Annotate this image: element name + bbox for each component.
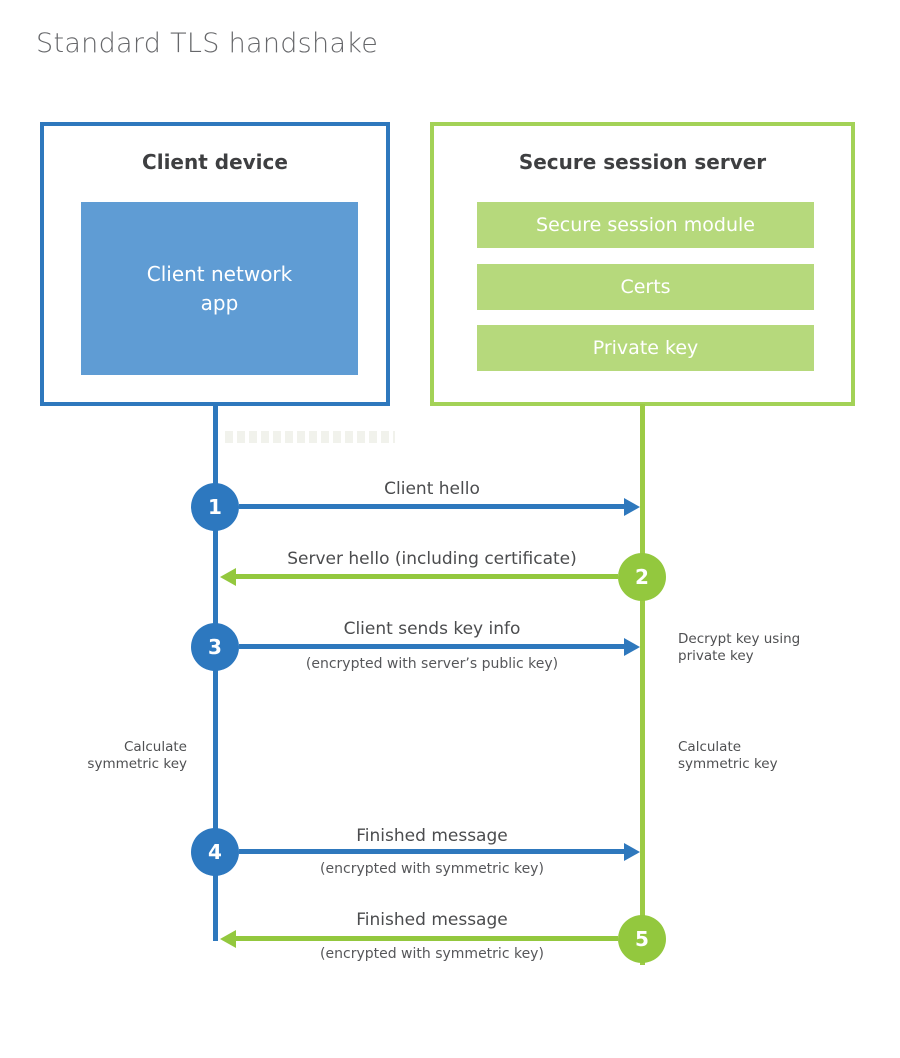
- step-2-arrow: [236, 574, 618, 579]
- step-1-arrowhead-icon: [624, 498, 640, 516]
- step-4-sublabel: (encrypted with symmetric key): [320, 861, 544, 877]
- step-3-arrowhead-icon: [624, 638, 640, 656]
- note-calculate-symmetric-key-client: Calculate symmetric key: [87, 739, 187, 772]
- step-4-badge: 4: [191, 828, 239, 876]
- step-3-badge: 3: [191, 623, 239, 671]
- server-lifeline: [640, 404, 645, 965]
- client-network-app-box: Client network app: [81, 202, 358, 375]
- secure-session-server-title: Secure session server: [518, 150, 767, 174]
- note-decrypt-key: Decrypt key using private key: [678, 631, 801, 664]
- note-calculate-symmetric-key-server: Calculate symmetric key: [678, 739, 778, 772]
- step-1-badge: 1: [191, 483, 239, 531]
- step-5-label: Finished message: [356, 910, 508, 930]
- step-3-sublabel: (encrypted with server’s public key): [305, 656, 559, 672]
- step-1-arrow: [239, 504, 624, 509]
- module-certs: Certs: [477, 264, 814, 310]
- step-4-label: Finished message: [356, 826, 508, 846]
- step-5-sublabel: (encrypted with symmetric key): [320, 946, 544, 962]
- module-private-key: Private key: [477, 325, 814, 371]
- client-lifeline: [213, 404, 218, 941]
- step-2-badge: 2: [618, 553, 666, 601]
- page-title: Standard TLS handshake: [36, 28, 379, 59]
- step-1-label: Client hello: [384, 479, 480, 499]
- step-2-label: Server hello (including certificate): [287, 549, 577, 569]
- client-device-box: Client device Client network app: [40, 122, 390, 406]
- step-5-badge: 5: [618, 915, 666, 963]
- secure-session-server-box: Secure session server Secure session mod…: [430, 122, 855, 406]
- step-3-label: Client sends key info: [343, 619, 521, 639]
- faint-dashed-line: [225, 431, 395, 443]
- module-secure-session-module: Secure session module: [477, 202, 814, 248]
- step-5-arrowhead-icon: [220, 930, 236, 948]
- step-5-arrow: [236, 936, 618, 941]
- client-device-title: Client device: [142, 150, 288, 174]
- step-2-arrowhead-icon: [220, 568, 236, 586]
- step-4-arrowhead-icon: [624, 843, 640, 861]
- step-3-arrow: [239, 644, 624, 649]
- step-4-arrow: [239, 849, 624, 854]
